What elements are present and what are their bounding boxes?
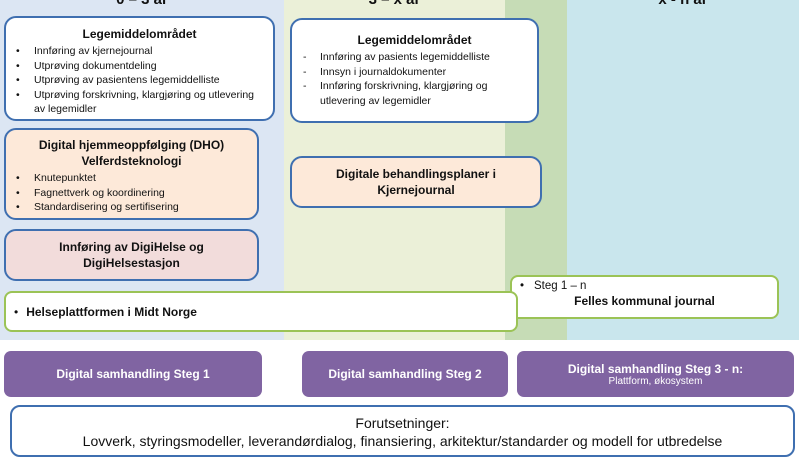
card-list: Knutepunktet Fagnettverk og koordinering… xyxy=(14,171,249,215)
step-3-box: Digital samhandling Steg 3 - n: Plattfor… xyxy=(517,351,794,397)
legemiddel-card-phase2: Legemiddelområdet Innføring av pasients … xyxy=(290,18,539,123)
bullet: • xyxy=(520,280,525,292)
card-title: Innføring av DigiHelse og DigiHelsestasj… xyxy=(59,240,204,270)
step-1-box: Digital samhandling Steg 1 xyxy=(4,351,262,397)
forutsetninger-box: Forutsetninger: Lovverk, styringsmodelle… xyxy=(10,405,795,457)
list-item: Fagnettverk og koordinering xyxy=(14,186,249,201)
list-item: Innføring av kjernejournal xyxy=(14,44,265,59)
card-title: Digital hjemmeoppfølging (DHO) Velferdst… xyxy=(38,138,225,168)
column-title: x - n år xyxy=(567,0,799,8)
card-title: Legemiddelområdet xyxy=(82,27,197,41)
step-label: Digital samhandling Steg 3 - n: xyxy=(567,361,744,376)
forutsetninger-title: Forutsetninger: xyxy=(355,415,450,431)
list-item: Innsyn i journaldokumenter xyxy=(300,65,529,80)
helseplattformen-text: Helseplattformen i Midt Norge xyxy=(26,304,197,319)
step-label: Digital samhandling Steg 2 xyxy=(328,367,482,381)
column-title: 0 – 3 år xyxy=(0,0,284,8)
list-item: Innføring forskrivning, klargjøring og u… xyxy=(300,79,529,108)
list-item: Standardisering og sertifisering xyxy=(14,200,249,215)
list-item: Utprøving dokumentdeling xyxy=(14,59,265,74)
bullet: • xyxy=(14,304,19,319)
card-list: Innføring av pasients legemiddelliste In… xyxy=(300,50,529,108)
digihelse-card: Innføring av DigiHelse og DigiHelsestasj… xyxy=(4,229,259,281)
felles-title: Felles kommunal journal xyxy=(574,294,715,308)
step-sub: Plattform, økosystem xyxy=(608,375,703,387)
card-title: Digitale behandlingsplaner i Kjernejourn… xyxy=(335,167,497,197)
felles-journal-box: • Steg 1 – n Felles kommunal journal xyxy=(510,275,779,319)
felles-step: • Steg 1 – n xyxy=(520,280,769,292)
card-title: Legemiddelområdet xyxy=(357,33,472,47)
list-item: Innføring av pasients legemiddelliste xyxy=(300,50,529,65)
list-item: Utprøving av pasientens legemiddelliste xyxy=(14,73,265,88)
list-item: Utprøving forskrivning, klargjøring og u… xyxy=(14,88,265,117)
behandlingsplaner-card: Digitale behandlingsplaner i Kjernejourn… xyxy=(290,156,542,208)
helseplattformen-box: • Helseplattformen i Midt Norge xyxy=(4,291,518,332)
column-title: 3 – x år xyxy=(284,0,505,8)
step-2-box: Digital samhandling Steg 2 xyxy=(302,351,508,397)
dho-card: Digital hjemmeoppfølging (DHO) Velferdst… xyxy=(4,128,259,220)
card-list: Innføring av kjernejournal Utprøving dok… xyxy=(14,44,265,117)
legemiddel-card-phase1: Legemiddelområdet Innføring av kjernejou… xyxy=(4,16,275,121)
step-label: Digital samhandling Steg 1 xyxy=(56,367,210,381)
forutsetninger-text: Lovverk, styringsmodeller, leverandørdia… xyxy=(82,433,723,449)
list-item: Knutepunktet xyxy=(14,171,249,186)
felles-step-text: Steg 1 – n xyxy=(534,280,587,292)
